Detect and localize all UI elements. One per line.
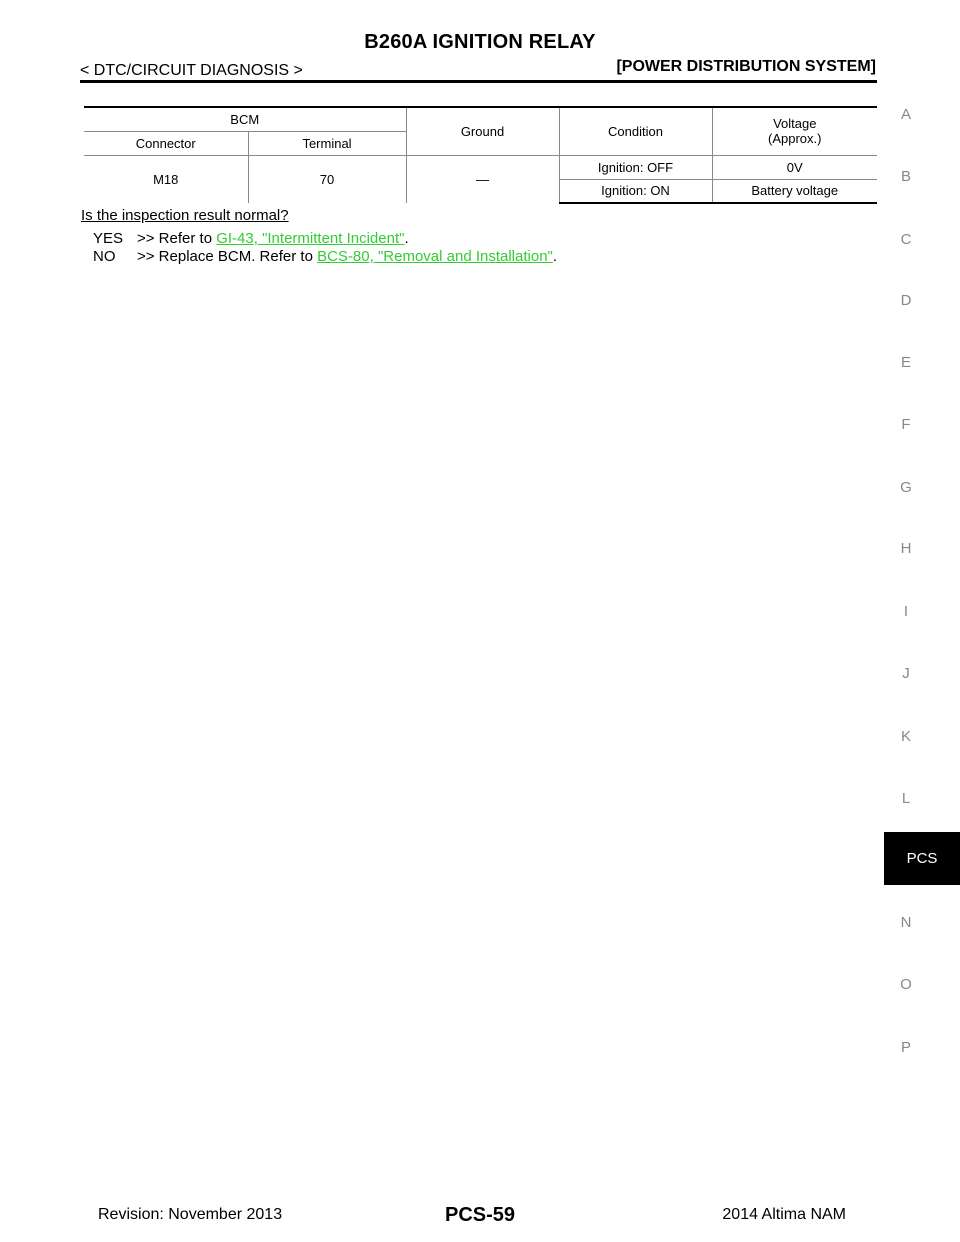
- answer-key: NO: [93, 248, 116, 265]
- connector-header: Connector: [84, 130, 248, 155]
- terminal-cell: 70: [247, 154, 406, 203]
- side-tab-g[interactable]: G: [900, 479, 912, 496]
- footer-page-number: PCS-59: [444, 1204, 516, 1226]
- footer-revision: Revision: November 2013: [98, 1206, 283, 1223]
- page-title: B260A IGNITION RELAY: [364, 31, 596, 53]
- link-removal-installation[interactable]: BCS-80, "Removal and Installation": [317, 248, 553, 265]
- voltage-header-unit: (Approx.): [768, 131, 822, 147]
- answer-key: YES: [93, 230, 124, 247]
- side-tab-j[interactable]: J: [902, 665, 910, 682]
- bcm-header: BCM: [84, 106, 406, 131]
- voltage-cell: 0V: [711, 154, 877, 179]
- side-tab-b[interactable]: B: [900, 168, 911, 185]
- inspection-question: Is the inspection result normal?: [81, 207, 289, 224]
- side-tab-k[interactable]: K: [900, 728, 911, 745]
- side-tab-i[interactable]: I: [903, 603, 909, 620]
- voltage-header-label: Voltage: [773, 116, 817, 132]
- answer-text: >> Replace BCM. Refer to: [137, 248, 318, 265]
- answer-end: .: [552, 248, 558, 265]
- condition-header: Condition: [558, 106, 712, 155]
- ground-cell: —: [405, 154, 559, 203]
- side-tab-d[interactable]: D: [900, 292, 912, 309]
- voltage-spec-table: BCM Ground Condition Voltage (Approx.) C…: [84, 106, 877, 204]
- ground-header: Ground: [405, 106, 559, 155]
- condition-cell: Ignition: ON: [558, 178, 712, 204]
- connector-cell: M18: [84, 154, 248, 203]
- side-tab-pcs[interactable]: PCS: [884, 832, 960, 885]
- terminal-header: Terminal: [247, 130, 406, 155]
- header-rule: [80, 80, 877, 83]
- side-tab-e[interactable]: E: [900, 354, 911, 371]
- voltage-cell: Battery voltage: [711, 178, 877, 204]
- answer-text: >> Refer to: [137, 230, 217, 247]
- side-tab-a[interactable]: A: [900, 106, 911, 123]
- side-tab-p[interactable]: P: [900, 1039, 911, 1056]
- side-tab-h[interactable]: H: [900, 540, 912, 557]
- system-label: [POWER DISTRIBUTION SYSTEM]: [616, 58, 876, 75]
- side-tab-n[interactable]: N: [900, 914, 912, 931]
- condition-cell: Ignition: OFF: [558, 154, 712, 179]
- voltage-header: Voltage (Approx.): [711, 106, 877, 155]
- side-tab-o[interactable]: O: [900, 976, 912, 993]
- side-tab-c[interactable]: C: [900, 231, 912, 248]
- answer-no: NO >> Replace BCM. Refer to BCS-80, "Remo…: [93, 248, 557, 265]
- side-tab-f[interactable]: F: [901, 416, 911, 433]
- breadcrumb: < DTC/CIRCUIT DIAGNOSIS >: [80, 62, 303, 79]
- answer-yes: YES >> Refer to GI-43, "Intermittent Inci…: [93, 230, 409, 247]
- side-tab-l[interactable]: L: [901, 790, 911, 807]
- answer-end: .: [404, 230, 409, 247]
- footer-model: 2014 Altima NAM: [722, 1206, 846, 1223]
- link-intermittent-incident[interactable]: GI-43, "Intermittent Incident": [216, 230, 405, 247]
